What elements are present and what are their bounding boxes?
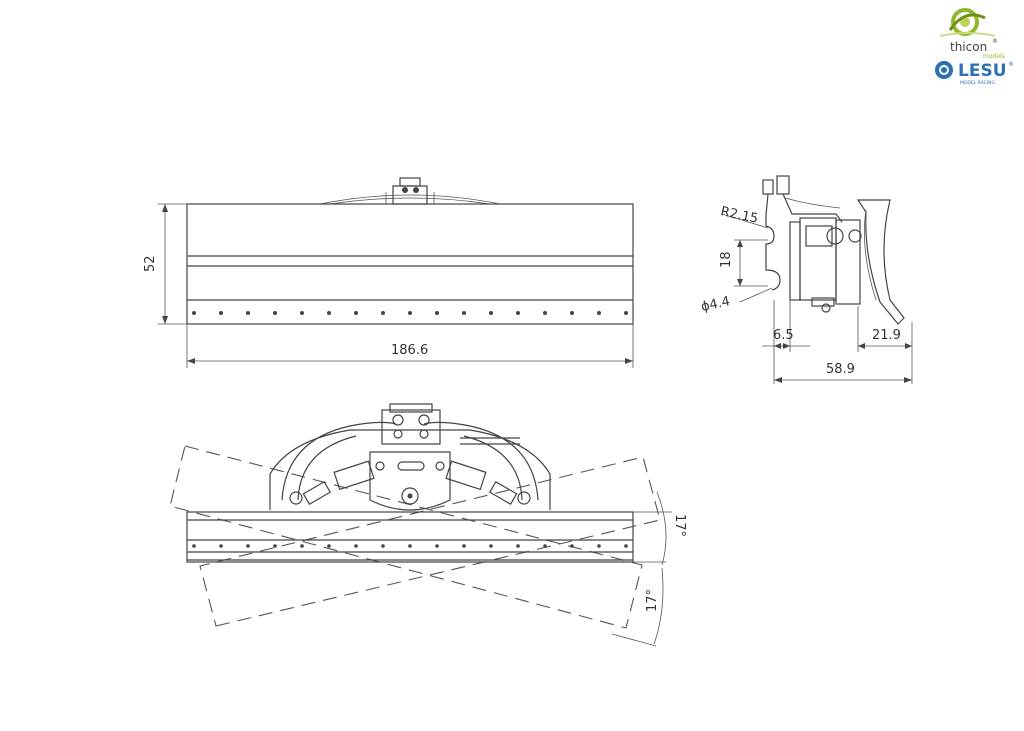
dimension-side-offset: 6.5 (762, 300, 810, 384)
thicon-logo-sub: models (983, 53, 1005, 60)
thicon-logo-mark: ® (992, 38, 998, 45)
dim-label-18: 18 (719, 251, 734, 268)
dim-label-diameter-4-4: ϕ4.4 (700, 294, 732, 315)
dim-label-angle-down: 17° (645, 589, 660, 612)
top-push-frame (269, 421, 551, 510)
top-view: 17° 17° (169, 403, 687, 647)
lesu-logo-mark: ® (1008, 61, 1014, 68)
front-blade-body (186, 203, 634, 325)
dim-label-58-9: 58.9 (826, 362, 855, 377)
dimension-front-width: 186.6 (186, 324, 634, 368)
dim-label-186-6: 186.6 (391, 343, 428, 358)
front-hitch (319, 177, 501, 205)
dim-label-52: 52 (143, 255, 158, 272)
top-hydraulic-cylinders (289, 460, 531, 506)
dimension-side-blade: 21.9 (857, 306, 913, 384)
dimension-side-hole-diameter: ϕ4.4 (700, 287, 773, 315)
dimension-side-radius: R2.15 (719, 204, 769, 229)
side-view: R2.15 18 ϕ4.4 6.5 (700, 175, 913, 384)
dim-label-21-9: 21.9 (872, 328, 901, 343)
dimension-angle-down: 17° (611, 561, 666, 647)
thicon-logo: thicon ® models (939, 8, 1005, 60)
top-blade (186, 511, 634, 563)
top-center-pivot (369, 403, 451, 511)
dimension-angle-up: 17° (633, 491, 687, 566)
lesu-logo-sub: MODEL RACING (960, 80, 995, 86)
lesu-logo: LESU ® MODEL RACING (935, 61, 1014, 86)
thicon-gear-icon (939, 8, 996, 37)
blade-angle-positions (169, 445, 661, 629)
front-view: 52 186.6 (143, 177, 634, 368)
dim-label-angle-up: 17° (672, 514, 687, 537)
thicon-logo-text: thicon (950, 40, 987, 54)
dimension-front-height: 52 (143, 203, 187, 325)
lion-head-icon (935, 61, 953, 79)
dimension-side-total: 58.9 (774, 362, 912, 383)
dimension-side-hole-spacing: 18 (719, 239, 768, 287)
dim-label-r2-15: R2.15 (719, 204, 759, 227)
lesu-logo-text: LESU (958, 61, 1007, 81)
front-bolt-holes (192, 311, 628, 315)
dim-label-6-5: 6.5 (773, 328, 794, 343)
